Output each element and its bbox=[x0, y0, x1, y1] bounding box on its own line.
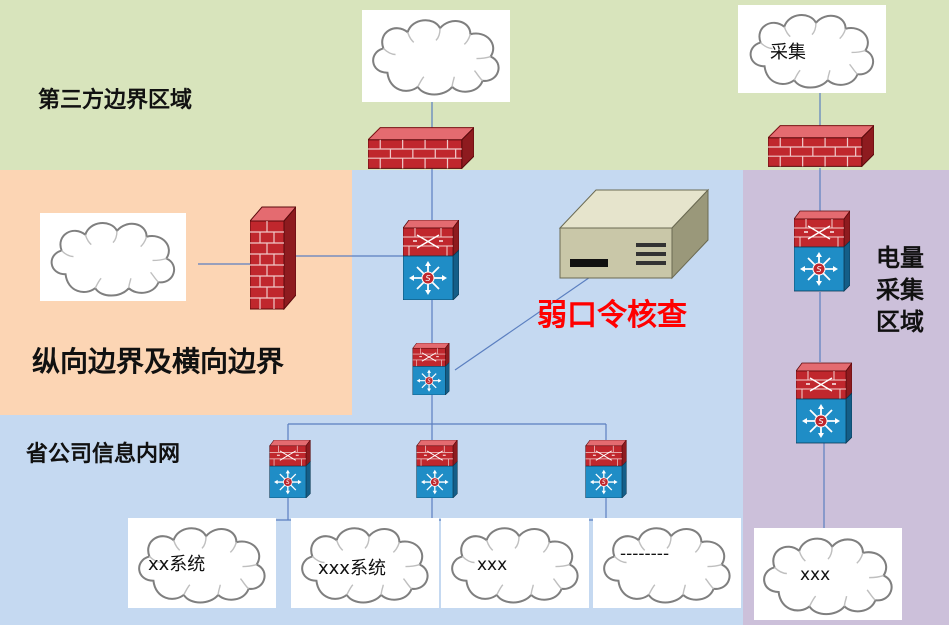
cloud-system-3 bbox=[441, 518, 589, 608]
cloud-right-bottom bbox=[754, 528, 902, 620]
cloud-left bbox=[40, 213, 186, 301]
cloud-system-4-label: -------- bbox=[620, 544, 670, 564]
cloud-system-3-label: xxx bbox=[477, 555, 508, 575]
cloud-system-1-label: xx系统 bbox=[148, 554, 206, 575]
power-collection-zone-label-2: 采集 bbox=[876, 276, 924, 304]
firewall-top-right-icon bbox=[768, 125, 874, 167]
cloud-system-4 bbox=[593, 518, 741, 608]
power-switch-1-icon bbox=[794, 210, 850, 292]
access-switch-3-icon bbox=[584, 440, 628, 498]
power-switch-2-icon bbox=[796, 362, 852, 444]
cloud-system-1 bbox=[128, 518, 276, 608]
aggregation-switch-icon bbox=[411, 343, 451, 395]
cloud-right-bottom-label: xxx bbox=[800, 565, 831, 585]
third-party-zone-label: 第三方边界区域 bbox=[38, 88, 193, 113]
provincial-intranet-zone-label: 省公司信息内网 bbox=[26, 442, 181, 467]
access-switch-2-icon bbox=[415, 440, 459, 498]
vertical-horizontal-zone-label: 纵向边界及横向边界 bbox=[32, 345, 285, 378]
cloud-top-right-label: 采集 bbox=[770, 42, 806, 63]
cloud-top-right bbox=[738, 5, 886, 93]
cloud-top-center bbox=[362, 10, 510, 102]
cloud-system-2 bbox=[291, 518, 439, 608]
firewall-left-icon bbox=[250, 206, 296, 310]
core-switch-icon bbox=[403, 220, 459, 300]
weak-password-check-label: 弱口令核查 bbox=[537, 298, 687, 333]
access-switch-1-icon bbox=[268, 440, 312, 498]
power-collection-zone-label-1: 电量 bbox=[876, 244, 924, 272]
firewall-top-center-icon bbox=[368, 127, 474, 169]
power-collection-zone-label-3: 区域 bbox=[876, 308, 924, 336]
weak-password-check-device-icon bbox=[558, 188, 710, 280]
cloud-system-2-label: xxx系统 bbox=[318, 558, 386, 579]
